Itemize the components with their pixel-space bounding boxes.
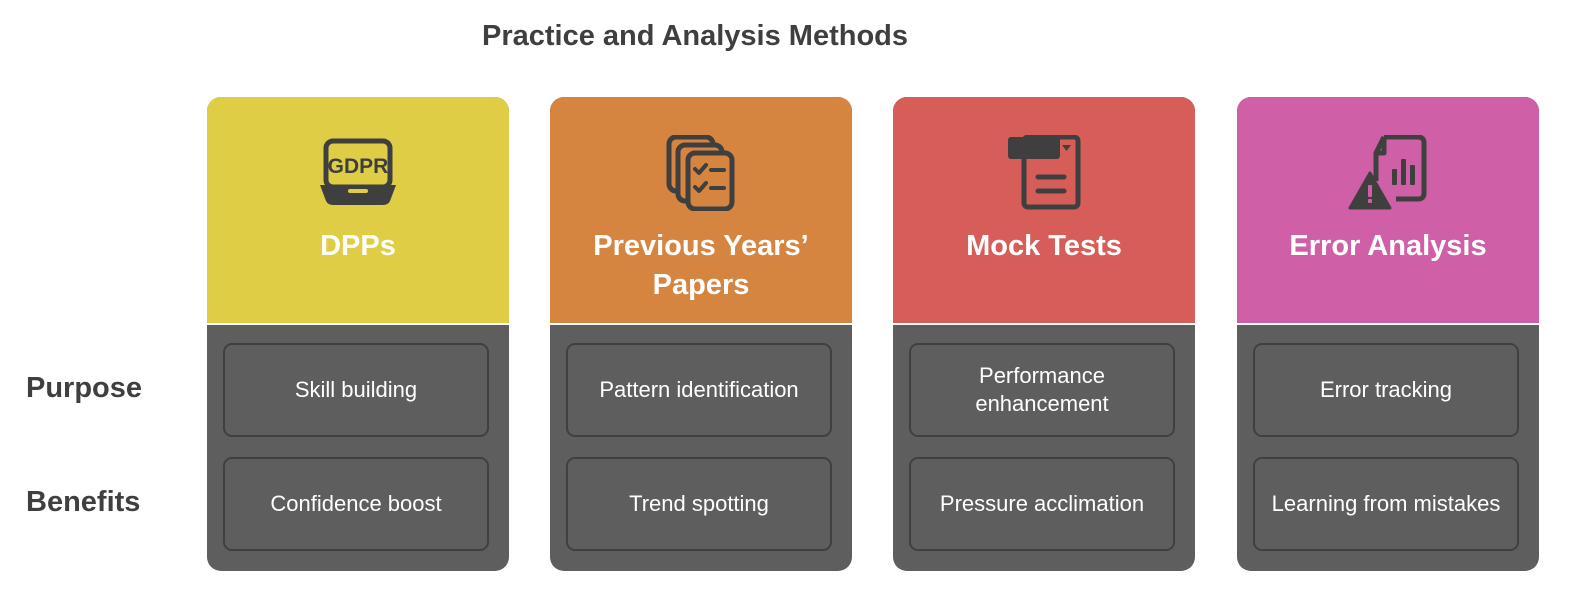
purpose-cell: Performance enhancement (909, 343, 1175, 437)
gdpr-laptop-icon: GDPR (318, 135, 398, 211)
stacked-checklist-documents-icon (661, 135, 741, 211)
row-label-benefits: Benefits (26, 486, 141, 518)
benefits-cell: Learning from mistakes (1253, 457, 1519, 551)
column-title: DPPs (320, 230, 396, 262)
column-title: Mock Tests (966, 230, 1122, 262)
diagram-title: Practice and Analysis Methods (482, 20, 909, 52)
column-title: Error Analysis (1289, 230, 1487, 262)
column-mock-tests: Mock Tests Performance enhancement Press… (893, 97, 1195, 571)
column-previous-years-papers: Previous Years’ Papers Pattern identific… (550, 97, 852, 571)
svg-text:GDPR: GDPR (328, 155, 389, 178)
header-divider (550, 323, 852, 325)
purpose-cell: Error tracking (1253, 343, 1519, 437)
row-label-purpose: Purpose (26, 372, 143, 404)
column-header: Mock Tests (893, 97, 1195, 323)
report-warning-icon (1348, 135, 1428, 211)
benefits-cell: Pressure acclimation (909, 457, 1175, 551)
column-header: Error Analysis (1237, 97, 1539, 323)
header-divider (207, 323, 509, 325)
header-divider (1237, 323, 1539, 325)
benefits-cell: Confidence boost (223, 457, 489, 551)
column-error-analysis: Error Analysis Error tracking Learning f… (1237, 97, 1539, 571)
column-dpps: GDPR DPPs Skill building Confidence boos… (207, 97, 509, 571)
column-header: Previous Years’ Papers (550, 97, 852, 323)
test-document-icon (1004, 135, 1084, 211)
benefits-cell: Trend spotting (566, 457, 832, 551)
purpose-cell: Skill building (223, 343, 489, 437)
column-title: Previous Years’ Papers (593, 230, 809, 301)
purpose-cell: Pattern identification (566, 343, 832, 437)
column-header: GDPR DPPs (207, 97, 509, 323)
header-divider (893, 323, 1195, 325)
